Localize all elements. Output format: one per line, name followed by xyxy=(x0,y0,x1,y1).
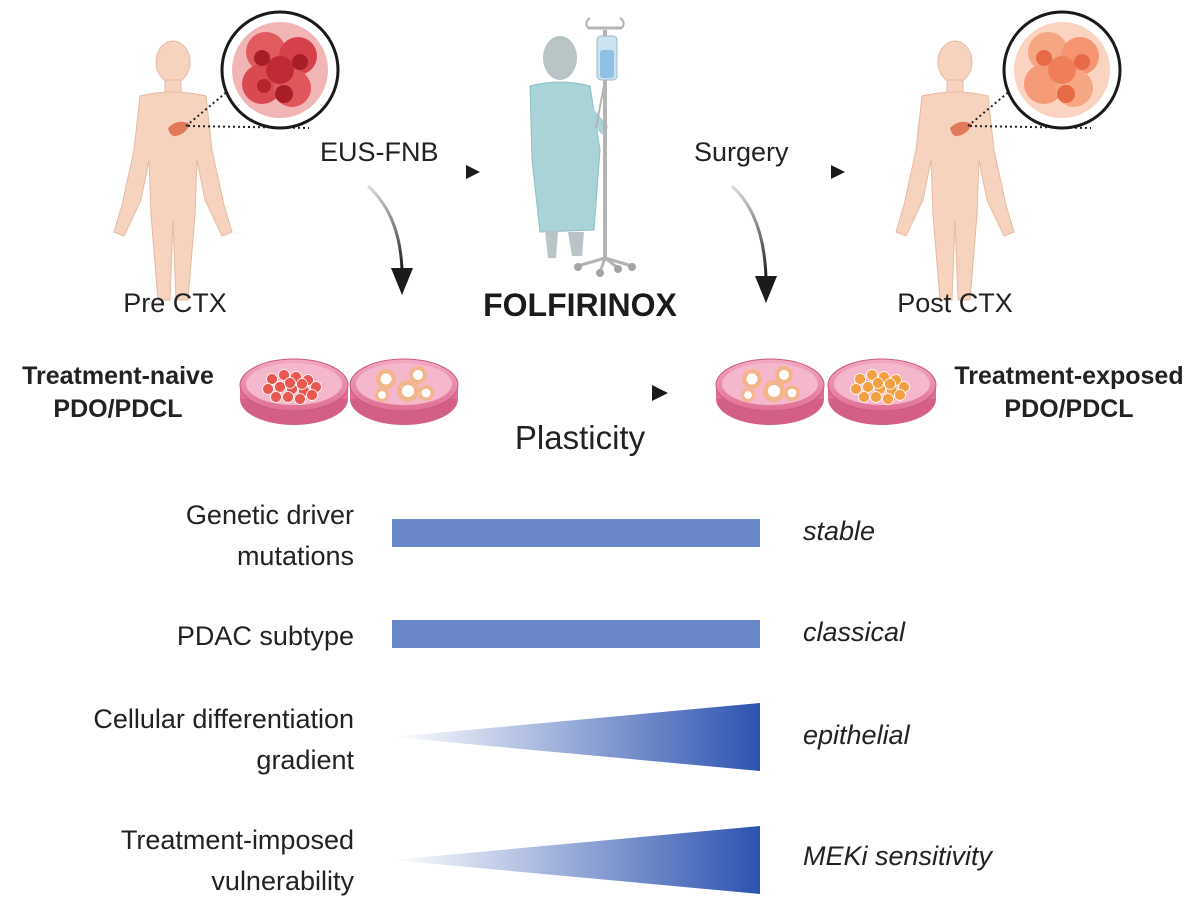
row-result-stable: stable xyxy=(803,516,876,546)
row-label-treatment-imposed: Treatment-imposed vulnerability xyxy=(0,820,354,901)
eus-fnb-arrow xyxy=(275,165,480,179)
pancreas-icon-post xyxy=(950,121,972,137)
row-label-line1: Genetic driver xyxy=(185,500,354,530)
increasing-gradient-wedge xyxy=(392,703,760,771)
row-label-pdac-subtype: PDAC subtype xyxy=(0,616,354,657)
row-label-line1: Cellular differentiation xyxy=(93,704,354,734)
cell-colony xyxy=(262,383,274,395)
petri-dish-icon-naive-2d xyxy=(239,358,349,425)
eus-fnb-label: EUS-FNB xyxy=(320,137,439,167)
row-label-line1: Treatment-imposed xyxy=(120,825,354,855)
cell-colony xyxy=(894,389,906,401)
surgery-down-arrow xyxy=(730,184,777,303)
tumor-cells-icon-post xyxy=(1002,10,1122,130)
feature-shapes xyxy=(392,519,760,894)
surgery-label: Surgery xyxy=(694,137,789,167)
pre-ctx-label: Pre CTX xyxy=(123,288,227,318)
cell-colony xyxy=(296,378,308,390)
patient-iv-drip-icon xyxy=(529,17,636,277)
treatment-exposed-label: Treatment-exposed PDO/PDCL xyxy=(940,360,1198,426)
tumor-cells-icon-pre xyxy=(220,10,340,130)
row-label-line2: vulnerability xyxy=(211,865,354,896)
treatment-naive-line2: PDO/PDCL xyxy=(53,395,183,423)
surgery-arrow xyxy=(640,165,845,179)
cell-colony xyxy=(882,393,894,405)
petri-dish-group-naive xyxy=(239,358,459,425)
row-result-meki-sensitivity: MEKi sensitivity xyxy=(803,841,993,871)
cell-colony xyxy=(284,377,296,389)
treatment-naive-line1: Treatment-naive xyxy=(22,362,214,390)
post-ctx-label: Post CTX xyxy=(897,288,1013,318)
folfirinox-label: FOLFIRINOX xyxy=(483,287,677,323)
petri-dish-group-exposed xyxy=(715,358,937,425)
row-label-line2: mutations xyxy=(236,540,354,571)
row-result-classical: classical xyxy=(803,617,906,647)
cell-colony xyxy=(266,373,278,385)
cell-colony xyxy=(278,369,290,381)
increasing-gradient-wedge xyxy=(392,826,760,894)
human-body-icon-pre xyxy=(113,40,233,301)
row-result-epithelial: epithelial xyxy=(803,720,910,750)
cell-colony xyxy=(850,383,862,395)
treatment-exposed-line2: PDO/PDCL xyxy=(1004,395,1134,423)
row-label-genetic-driver: Genetic driver mutations xyxy=(0,495,354,576)
cell-colony xyxy=(862,381,874,393)
eus-fnb-down-arrow xyxy=(366,184,413,295)
row-label-line2: gradient xyxy=(256,744,354,775)
cell-colony xyxy=(884,378,896,390)
treatment-naive-label: Treatment-naive PDO/PDCL xyxy=(0,360,236,426)
stable-bar xyxy=(392,620,760,648)
cell-colony xyxy=(306,389,318,401)
cell-colony xyxy=(870,391,882,403)
treatment-exposed-line1: Treatment-exposed xyxy=(954,362,1184,390)
stable-bar xyxy=(392,519,760,547)
petri-dish-icon-exposed-2d xyxy=(827,358,937,425)
cell-colony xyxy=(274,381,286,393)
human-body-icon-post xyxy=(895,40,1015,301)
cell-colony xyxy=(858,391,870,403)
row-label-cellular-differentiation: Cellular differentiation gradient xyxy=(0,699,354,780)
row-label-line1: PDAC subtype xyxy=(176,621,354,651)
cell-colony xyxy=(866,369,878,381)
cell-colony xyxy=(282,391,294,403)
petri-dish-icon-naive-organoid xyxy=(349,358,459,425)
cell-colony xyxy=(270,391,282,403)
petri-dish-icon-exposed-organoid xyxy=(715,358,825,425)
plasticity-arrow xyxy=(480,385,668,401)
plasticity-label: Plasticity xyxy=(514,419,646,456)
cell-colony xyxy=(294,393,306,405)
cell-colony xyxy=(854,373,866,385)
pancreas-icon-pre xyxy=(168,121,190,137)
cell-colony xyxy=(872,377,884,389)
